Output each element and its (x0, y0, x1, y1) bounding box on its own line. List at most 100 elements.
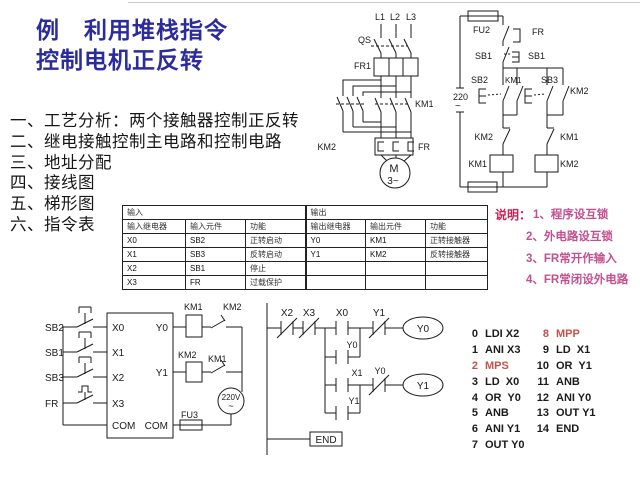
instruction-text: LDI X2 (485, 327, 520, 340)
instruction-text: OUT Y1 (556, 407, 596, 420)
col-header: 输出元件 (365, 219, 426, 234)
control-circuit-wires (456, 10, 570, 193)
table-group-header-row: 输入 输出 (122, 205, 488, 220)
table-header-row: 输入继电器 输入元件 功能 输出继电器 输出元件 功能 (122, 219, 488, 234)
plc-pin-x3: X3 (112, 399, 125, 410)
cell (365, 261, 426, 276)
wiring-fr-label: FR (45, 399, 58, 410)
note-item: 4、FR常闭设外电路 (526, 274, 629, 287)
plc-pin-x1: X1 (112, 348, 125, 359)
wiring-fu3-label: FU3 (181, 410, 198, 420)
instruction-line: 13 OUT Y1 (531, 405, 596, 421)
page-title: 例 利用堆栈指令 控制电机正反转 (36, 16, 228, 76)
table-row: X0 SB2 正转启动 Y0 KM1 正转接触器 (122, 233, 488, 248)
note-item: 2、外电路设互锁 (526, 230, 613, 243)
cell: KM1 (365, 233, 426, 248)
instruction-text: LD X0 (485, 375, 520, 388)
ladder-x1-label: X1 (351, 368, 362, 378)
cell: X0 (122, 233, 186, 248)
step-number: 0 (471, 327, 478, 340)
plc-pin-x0: X0 (112, 323, 125, 334)
cell: X1 (122, 247, 186, 262)
control-circuit-diagram: FU2 FR SB1 SB1 SB2 KM1 SB3 KM2 220 ~ KM2… (453, 10, 589, 193)
instruction-text: END (556, 423, 580, 436)
io-address-table: 输入 输出 输入继电器 输入元件 功能 输出继电器 输出元件 功能 X0 SB2… (122, 205, 488, 290)
ladder-x2-label: X2 (281, 308, 294, 319)
step-number: 11 (537, 375, 549, 388)
step-number: 6 (471, 423, 478, 436)
ladder-x3-label: X3 (303, 308, 316, 319)
plc-pin-y1: Y1 (156, 368, 169, 379)
instruction-text: ANI Y0 (556, 391, 592, 404)
fr-contact-label: FR (532, 27, 544, 37)
cell: KM2 (365, 247, 426, 262)
table-row: X1 SB3 反转启动 Y1 KM2 反转接触器 (122, 247, 488, 262)
cell: Y1 (304, 247, 366, 262)
step-item: 四、接线图 (10, 173, 95, 193)
step-item: 二、继电接触控制主电路和控制电路 (10, 131, 282, 151)
wiring-km1-nc-label: KM1 (208, 354, 227, 364)
ladder-y1-parallel-label: Y1 (348, 396, 359, 406)
ladder-x0-label: X0 (336, 308, 349, 319)
km1-aux-label: KM1 (505, 76, 522, 85)
col-header: 输出继电器 (304, 219, 366, 234)
cell: SB3 (185, 247, 246, 262)
wiring-sb1-label: SB1 (45, 348, 64, 359)
instruction-line: 0 LDI X2 (460, 326, 525, 342)
cell: SB1 (185, 261, 246, 276)
qs-switch-label: QS (358, 35, 371, 45)
instruction-text: MPS (485, 359, 509, 372)
wiring-tilde-label: ~ (228, 401, 233, 411)
motor-label: M (389, 163, 398, 175)
cell: Y0 (304, 233, 366, 248)
ladder-y1-coil-label: Y1 (417, 381, 430, 392)
instruction-text: OR Y0 (485, 391, 521, 404)
step-item: 三、地址分配 (10, 152, 112, 172)
cell: 过载保护 (245, 275, 306, 290)
sb1-head-label: SB1 (528, 51, 545, 61)
sb3-start-label: SB3 (541, 75, 558, 85)
notes-label: 说明： (495, 208, 532, 222)
cell (304, 261, 366, 276)
slide-top-border (128, 2, 640, 3)
fr-relay-label: FR (418, 142, 430, 152)
ladder-y0-parallel-label: Y0 (346, 340, 357, 350)
instruction-text: ANI Y1 (485, 423, 521, 436)
ladder-diagram: X2 X3 X0 Y1 Y0 Y0 X1 Y0 Y1 Y1 END (266, 303, 444, 455)
notes-block: 说明： 1、程序设互锁 2、外电路设互锁 3、FR常开作输入 4、FR常闭设外电… (495, 205, 628, 292)
cell: 正转启动 (245, 233, 306, 248)
step-number: 13 (536, 407, 549, 420)
km2-aux-label: KM2 (570, 86, 589, 96)
step-number: 5 (471, 407, 478, 420)
instruction-text: LD X1 (556, 343, 591, 356)
plc-pin-x2: X2 (112, 373, 125, 384)
plc-pin-y0: Y0 (156, 323, 169, 334)
wiring-sb2-label: SB2 (45, 323, 64, 334)
supply-tilde-label: ~ (455, 101, 461, 112)
step-number: 1 (471, 343, 478, 356)
instruction-text: OR Y1 (556, 359, 592, 372)
km1-interlock-label: KM1 (560, 132, 579, 142)
wiring-voltage-label: 220V (222, 393, 241, 402)
cell: SB2 (185, 233, 246, 248)
cell (365, 275, 426, 290)
step-number: 14 (536, 423, 549, 436)
fuse-fr1-label: FR1 (354, 61, 371, 71)
steps-list: 一、工艺分析：两个接触器控制正反转 二、继电接触控制主电路和控制电路 三、地址分… (10, 111, 299, 236)
table-row: X3 FR 过载保护 (122, 275, 488, 290)
plc-pin-com-left: COM (112, 421, 135, 432)
ladder-y0-coil-label: Y0 (417, 324, 430, 335)
step-number: 7 (471, 439, 478, 452)
step-item: 一、工艺分析：两个接触器控制正反转 (10, 111, 299, 130)
phase-l2-label: L2 (390, 12, 400, 22)
instruction-line: 6 ANI Y1 (460, 421, 525, 437)
instruction-text: OUT Y0 (485, 439, 525, 452)
